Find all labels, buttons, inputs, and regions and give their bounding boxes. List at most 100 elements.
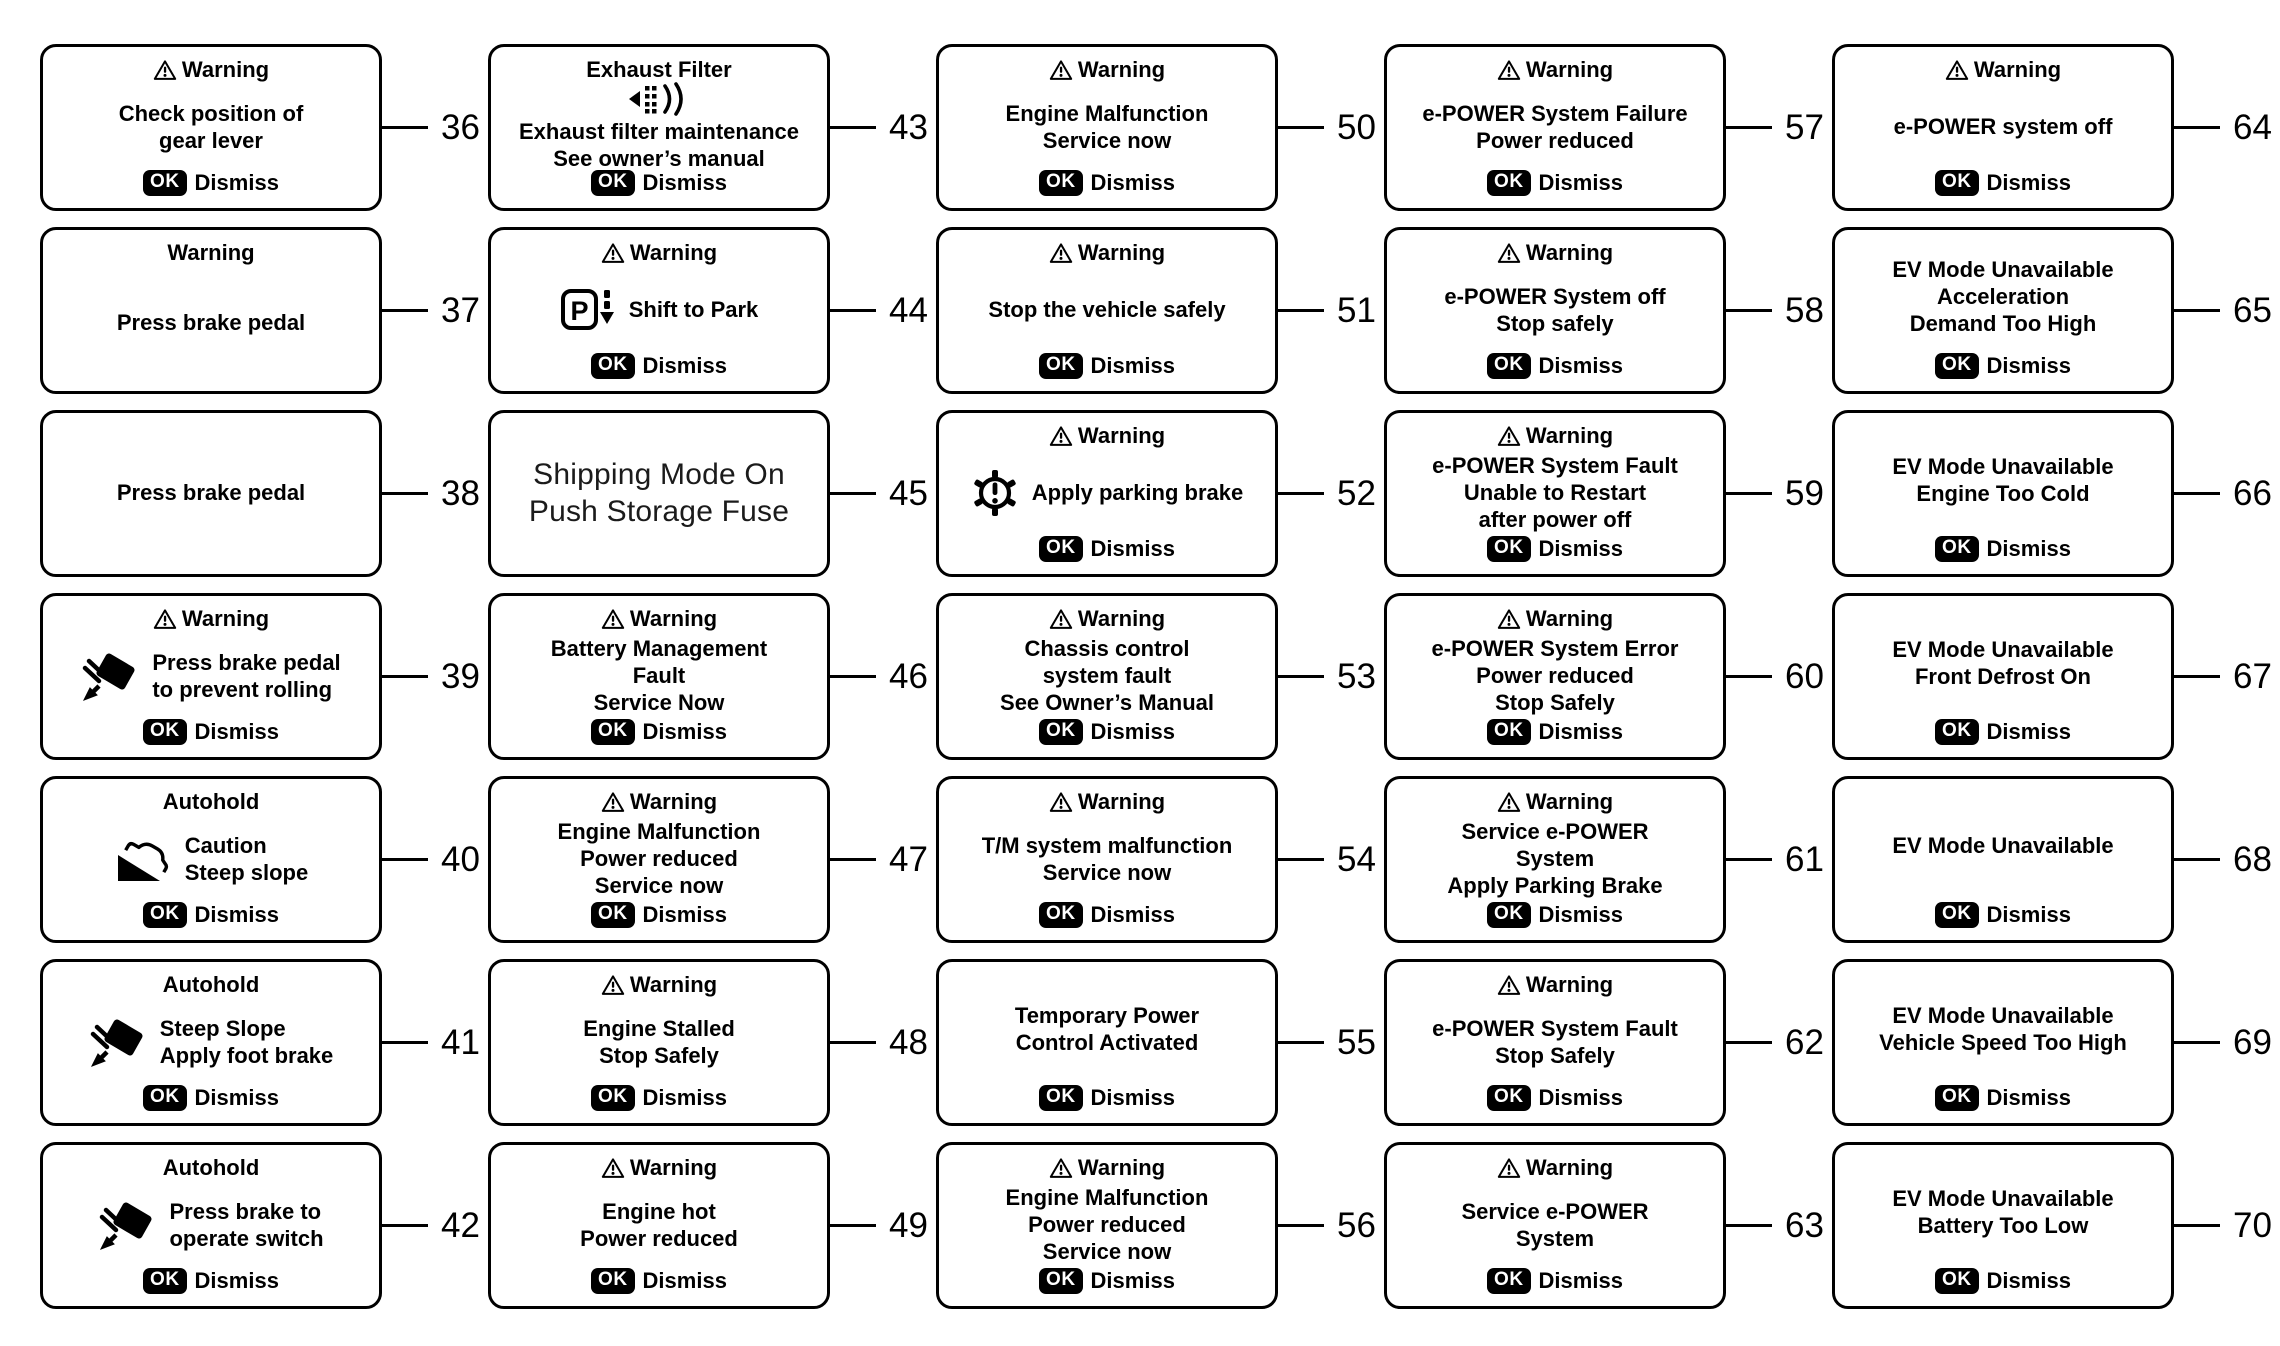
callout-line [1726, 674, 1772, 679]
message-text: EV Mode Unavailable [1892, 832, 2113, 859]
message-line: Demand Too High [1909, 311, 2097, 336]
card-header: Warning [499, 1155, 819, 1181]
callout-line [2174, 857, 2220, 862]
warning-triangle-icon [1049, 58, 1073, 82]
card-header: Warning [1395, 240, 1715, 266]
callout-line [382, 308, 428, 313]
message-line: EV Mode Unavailable [1892, 1185, 2114, 1211]
callout-line [1726, 125, 1772, 130]
ok-button-badge: OK [1039, 536, 1083, 562]
callout-number: 51 [1337, 291, 1376, 330]
callout-number: 47 [889, 840, 928, 879]
message-line: Steep slope [184, 859, 309, 885]
callout: 46 [830, 659, 936, 694]
card-header: Warning [1843, 57, 2163, 83]
dismiss-label: Dismiss [1538, 353, 1623, 378]
card-body: Stop the vehicle safely [947, 266, 1267, 353]
ok-button-badge: OK [1487, 1268, 1531, 1294]
message-line: Press brake pedal [152, 649, 341, 675]
message-line: Service e-POWER [1461, 1198, 1649, 1224]
dismiss-label: Dismiss [194, 170, 279, 195]
callout-line [830, 857, 876, 862]
message-line: Power reduced [580, 1225, 738, 1251]
callout-line [830, 1040, 876, 1045]
message-line: Acceleration [1936, 284, 2070, 309]
message-line: Service now [594, 873, 724, 898]
message-line: Press brake pedal [116, 310, 306, 335]
callout: 59 [1726, 476, 1832, 511]
card-title: Warning [167, 240, 255, 265]
message-line: Stop the vehicle safely [988, 297, 1226, 322]
message-line: T/M system malfunction [981, 832, 1233, 858]
message-line: Engine hot [602, 1198, 716, 1224]
callout-line [2174, 491, 2220, 496]
card-header: Warning [499, 606, 819, 632]
callout-number: 64 [2233, 108, 2272, 147]
warning-title: Warning [1077, 789, 1166, 814]
message-line: EV Mode Unavailable [1892, 257, 2114, 282]
callout-line [830, 1223, 876, 1228]
message-text: Apply parking brake [1032, 479, 1244, 506]
callout-line [1278, 1040, 1324, 1045]
callout: 50 [1278, 110, 1384, 145]
message-line: Service now [1042, 127, 1172, 153]
message-line: System [1515, 846, 1595, 871]
warning-triangle-icon [1497, 424, 1521, 448]
message-line: Caution [184, 832, 267, 858]
message-line: Stop safely [1496, 310, 1614, 336]
message-line: EV Mode Unavailable [1892, 1002, 2114, 1028]
callout-number: 36 [441, 108, 480, 147]
warning-title: Warning [181, 57, 270, 82]
callout-line [2174, 674, 2220, 679]
dismiss-label: Dismiss [194, 902, 279, 927]
callout-number: 59 [1785, 474, 1824, 513]
warning-triangle-icon [1497, 58, 1521, 82]
message-line: Engine Malfunction [1005, 100, 1209, 126]
warning-title: Warning [1077, 57, 1166, 82]
warning-title: Warning [1973, 57, 2062, 82]
ok-button-badge: OK [143, 1085, 187, 1111]
card-header: Warning [947, 57, 1267, 83]
callout-line [2174, 125, 2220, 130]
callout-number: 70 [2233, 1206, 2272, 1245]
warning-title: Warning [1077, 1155, 1166, 1180]
